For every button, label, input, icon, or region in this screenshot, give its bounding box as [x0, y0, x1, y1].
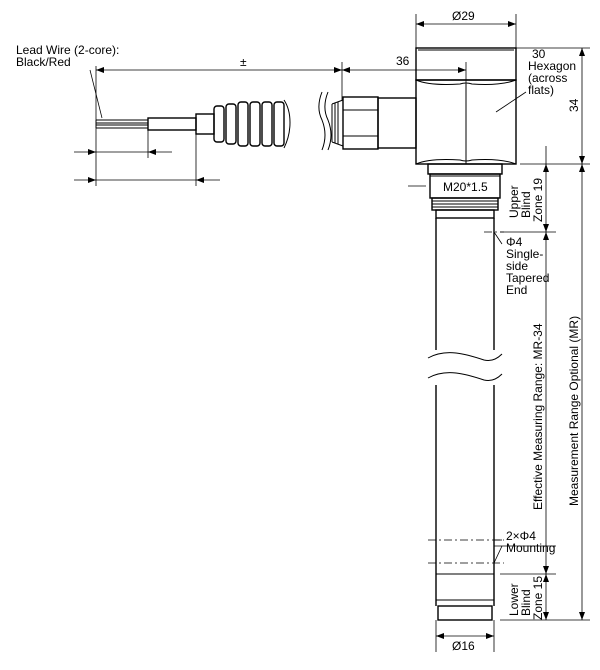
upper-blind-label-1: Upper — [507, 185, 521, 218]
phi4-label-5: End — [506, 283, 527, 297]
dim-34-label: 34 — [567, 98, 581, 112]
annotations: Lead Wire (2-core): Black/Red ± 36 Ø29 3… — [16, 9, 581, 653]
measurement-range-label: Measurement Range Optional (MR) — [567, 316, 581, 506]
upper-blind-label-2: Blind — [519, 191, 533, 218]
dim-36-label: 36 — [396, 54, 410, 68]
lead-wire-label-2: Black/Red — [16, 55, 71, 69]
sensor-head — [415, 47, 517, 219]
lower-blind-label-3: Zone 15 — [531, 576, 545, 620]
plus-minus-label: ± — [240, 55, 247, 69]
phi4-label-2: Single- — [506, 247, 543, 261]
phi4-label-4: Tapered — [506, 271, 549, 285]
hexagon-label-3: (across — [528, 71, 567, 85]
mounting-label-1: 2×Φ4 — [506, 529, 536, 543]
spring-relief — [213, 99, 291, 149]
hexagon-label-1: 30 — [532, 47, 546, 61]
upper-blind-label-3: Zone 19 — [531, 178, 545, 222]
lead-wire-label-1: Lead Wire (2-core): — [16, 43, 119, 57]
phi4-label-3: side — [506, 259, 528, 273]
lower-blind-label-1: Lower — [507, 583, 521, 616]
thread-label: M20*1.5 — [443, 180, 488, 194]
effective-range-label: Effective Measuring Range: MR-34 — [531, 323, 545, 510]
dimensions — [74, 14, 590, 652]
mounting-label-2: Mounting — [506, 541, 555, 555]
probe-tube — [427, 218, 504, 621]
dia-29-label: Ø29 — [452, 9, 475, 23]
side-connector — [95, 91, 417, 151]
phi4-label-1: Φ4 — [506, 235, 523, 249]
hexagon-label-4: flats) — [528, 83, 554, 97]
lower-blind-label-2: Blind — [519, 589, 533, 616]
dia-16-label: Ø16 — [452, 639, 475, 653]
hexagon-label-2: Hexagon — [528, 59, 576, 73]
